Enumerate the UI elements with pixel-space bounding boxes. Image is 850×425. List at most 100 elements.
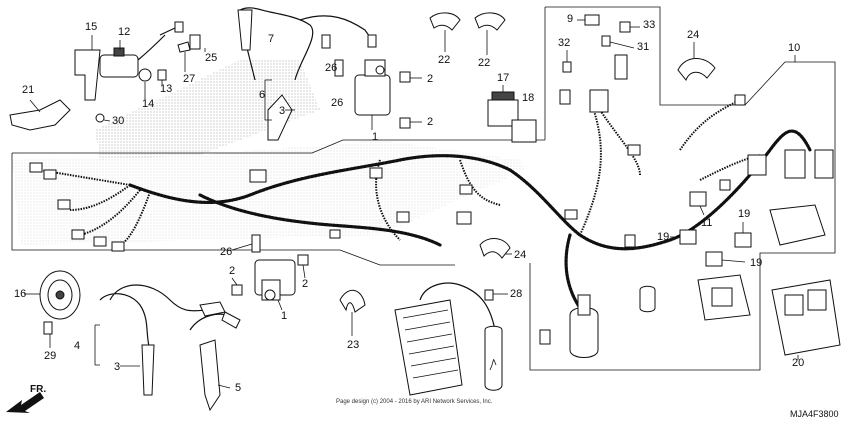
part-label-p26c[interactable]: 26	[220, 246, 232, 258]
part-label-p16[interactable]: 16	[14, 288, 26, 300]
bracket-15	[74, 49, 101, 101]
wire-top-right	[299, 15, 373, 41]
part-label-p2d[interactable]: 2	[302, 278, 308, 290]
part-label-p17[interactable]: 17	[497, 72, 509, 84]
part-label-p28[interactable]: 28	[510, 288, 522, 300]
fuse-32	[562, 61, 572, 73]
plug-cap-upper	[237, 9, 253, 51]
leader-5	[217, 384, 231, 389]
part-label-p13[interactable]: 13	[160, 83, 172, 95]
part-label-p22b[interactable]: 22	[478, 57, 490, 69]
part-label-p2a[interactable]: 2	[427, 73, 433, 85]
part-label-p29[interactable]: 29	[44, 350, 56, 362]
part-label-p33[interactable]: 33	[643, 19, 655, 31]
canister-lower-mark	[489, 359, 497, 371]
relay-19b	[734, 232, 752, 248]
clip-2a	[399, 71, 411, 83]
clamp-24b	[479, 238, 511, 259]
plug-cap-5	[199, 339, 221, 412]
part-label-p25[interactable]: 25	[205, 52, 217, 64]
horn-16	[39, 270, 81, 320]
clamp-23	[339, 290, 366, 313]
shading-area-left	[95, 60, 320, 160]
part-label-p10[interactable]: 10	[788, 42, 800, 54]
leader-2d	[302, 264, 306, 279]
main-harness-branch-h	[699, 154, 761, 181]
part-label-p23[interactable]: 23	[347, 339, 359, 351]
clip-2c	[231, 284, 243, 296]
relay-19c	[705, 251, 723, 267]
part-label-p32[interactable]: 32	[558, 37, 570, 49]
bracket-6	[264, 79, 272, 121]
part-label-p3b[interactable]: 3	[114, 361, 120, 373]
part-label-p26a[interactable]: 26	[325, 62, 337, 74]
part-label-p22a[interactable]: 22	[438, 54, 450, 66]
part-label-p27[interactable]: 27	[183, 73, 195, 85]
part-label-p19c[interactable]: 19	[750, 257, 762, 269]
part-label-p26b[interactable]: 26	[331, 97, 343, 109]
regulator-wire	[419, 282, 496, 331]
plug-cap-lower	[267, 94, 293, 141]
relay-19a	[679, 229, 697, 245]
leader-31	[609, 41, 635, 49]
part-label-p4[interactable]: 4	[74, 340, 80, 352]
fuse-33	[619, 21, 631, 33]
part-label-p20[interactable]: 20	[792, 357, 804, 369]
canister-small	[639, 285, 656, 313]
bolt-28	[484, 289, 494, 301]
part-label-p5[interactable]: 5	[235, 382, 241, 394]
part-label-p3a[interactable]: 3	[279, 105, 285, 117]
part-label-p1b[interactable]: 1	[281, 310, 287, 322]
ecu-20	[771, 279, 841, 356]
leader-2c	[231, 277, 238, 286]
plug-terminal-right	[221, 311, 241, 329]
part-label-p24b[interactable]: 24	[514, 249, 526, 261]
harness-connectors	[249, 54, 834, 345]
canister-lower	[484, 325, 503, 391]
part-label-p9[interactable]: 9	[567, 13, 573, 25]
part-label-p11[interactable]: 11	[701, 217, 712, 229]
part-label-p2b[interactable]: 2	[427, 116, 433, 128]
part-label-p12[interactable]: 12	[118, 26, 130, 38]
canister-right	[569, 307, 599, 358]
regulator-rectifier	[394, 299, 463, 396]
main-harness-branch-a	[198, 193, 442, 247]
ignition-coil-top	[354, 59, 391, 130]
main-harness-branch-e	[579, 99, 602, 236]
bolt-26a	[321, 34, 331, 49]
clamp-22b	[474, 12, 506, 31]
relay-11	[689, 191, 707, 207]
ignition-coil-lower	[254, 259, 296, 301]
box-right-boundary	[529, 6, 836, 371]
main-harness-branch-g	[679, 99, 741, 151]
main-harness-branch-c	[459, 159, 501, 206]
part-label-p31[interactable]: 31	[637, 41, 649, 53]
bolt-26b	[334, 59, 344, 77]
part-label-p14[interactable]: 14	[142, 98, 154, 110]
part-label-p19b[interactable]: 19	[657, 231, 669, 243]
fuse-31	[601, 35, 611, 47]
part-label-p19a[interactable]: 19	[738, 208, 750, 220]
plug-cap-3b	[141, 344, 155, 396]
clip-2b	[399, 117, 411, 129]
part-label-p2c[interactable]: 2	[229, 265, 235, 277]
part-label-p7[interactable]: 7	[268, 33, 274, 45]
part-label-p6[interactable]: 6	[259, 89, 265, 101]
leader-26c	[231, 243, 253, 251]
part-label-p15[interactable]: 15	[85, 21, 97, 33]
leader-30	[103, 119, 111, 122]
leader-21	[29, 99, 41, 113]
clip-2d	[297, 254, 309, 266]
fuse-9	[584, 14, 600, 26]
part-label-p21[interactable]: 21	[22, 84, 34, 96]
part-label-p24a[interactable]: 24	[687, 29, 699, 41]
part-label-p30[interactable]: 30	[112, 115, 124, 127]
fr-label: FR.	[30, 384, 46, 395]
part-label-p18[interactable]: 18	[522, 92, 534, 104]
clamp-24a	[677, 58, 716, 81]
bracket-21	[9, 99, 71, 131]
part-label-p1a[interactable]: 1	[372, 131, 378, 143]
